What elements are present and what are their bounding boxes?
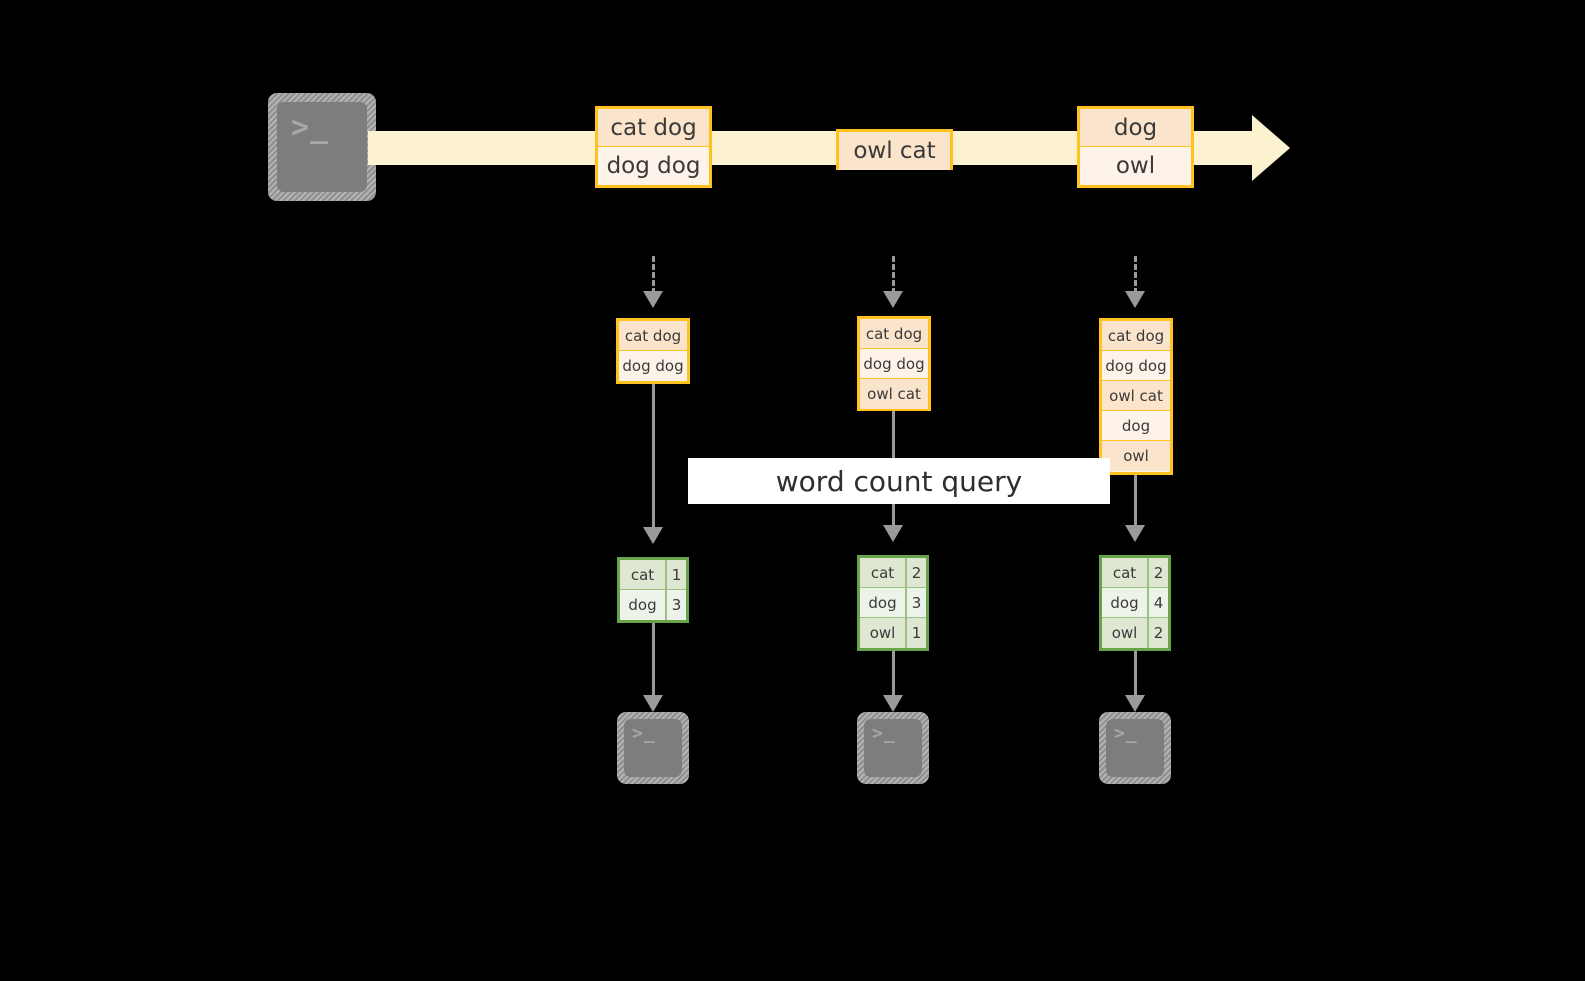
query-label: word count query [688,458,1110,504]
sink-connector-1 [652,623,655,698]
input-stream-arrow-head [1252,115,1290,181]
accumulated-records-3: cat dog dog dog owl cat dog owl [1099,318,1173,475]
stream-record-line: owl cat [839,132,950,170]
accumulated-record-line: dog [1102,411,1170,441]
terminal-screen: >_ [1106,719,1164,777]
sink-terminal-icon-1: >_ [617,712,689,784]
tap-connector-3-head [1125,291,1145,308]
accumulated-record-line: dog dog [619,351,687,381]
sink-terminal-icon-3: >_ [1099,712,1171,784]
accumulated-record-line: cat dog [860,319,928,349]
table-row: owl 2 [1102,618,1168,648]
accumulated-record-line: owl cat [1102,381,1170,411]
terminal-prompt-glyph: >_ [872,723,896,744]
result-count: 2 [907,558,926,587]
table-row: owl 1 [860,618,926,648]
accumulated-records-1: cat dog dog dog [616,318,690,384]
query-connector-1 [652,384,655,530]
accumulated-records-2: cat dog dog dog owl cat [857,316,931,411]
stream-record-line: owl [1080,147,1191,185]
table-row: dog 3 [860,588,926,618]
query-connector-3-head [1125,525,1145,542]
table-row: cat 1 [620,560,686,590]
tap-connector-3 [1134,256,1137,294]
sink-connector-3 [1134,651,1137,698]
stream-record-line: dog dog [598,147,709,185]
query-connector-2-head [883,525,903,542]
tap-connector-1 [652,256,655,294]
terminal-screen: >_ [864,719,922,777]
terminal-screen: >_ [277,102,367,192]
stream-record-line: dog [1080,109,1191,147]
terminal-prompt-glyph: >_ [632,723,656,744]
result-word: owl [860,618,907,648]
result-table-1: cat 1 dog 3 [617,557,689,623]
sink-connector-2 [892,651,895,698]
terminal-prompt-glyph: >_ [1114,723,1138,744]
sink-connector-3-head [1125,695,1145,712]
stream-record-line: cat dog [598,109,709,147]
result-word: dog [860,588,907,617]
tap-connector-2 [892,256,895,294]
result-word: dog [1102,588,1149,617]
stream-record-3: dog owl [1077,106,1194,188]
query-connector-1-head [643,527,663,544]
query-connector-3 [1134,475,1137,528]
result-word: cat [620,560,667,589]
accumulated-record-line: cat dog [619,321,687,351]
result-count: 4 [1149,588,1168,617]
table-row: cat 2 [1102,558,1168,588]
result-word: dog [620,590,667,620]
source-terminal-icon: >_ [268,93,376,201]
table-row: dog 3 [620,590,686,620]
stream-record-2: owl cat [836,129,953,170]
sink-terminal-icon-2: >_ [857,712,929,784]
result-count: 3 [907,588,926,617]
tap-connector-2-head [883,291,903,308]
result-count: 1 [907,618,926,648]
terminal-prompt-glyph: >_ [291,110,330,145]
result-count: 2 [1149,618,1168,648]
result-count: 3 [667,590,686,620]
result-word: cat [1102,558,1149,587]
accumulated-record-line: dog dog [860,349,928,379]
sink-connector-1-head [643,695,663,712]
accumulated-record-line: dog dog [1102,351,1170,381]
result-table-2: cat 2 dog 3 owl 1 [857,555,929,651]
terminal-screen: >_ [624,719,682,777]
result-count: 2 [1149,558,1168,587]
result-word: cat [860,558,907,587]
result-count: 1 [667,560,686,589]
result-table-3: cat 2 dog 4 owl 2 [1099,555,1171,651]
result-word: owl [1102,618,1149,648]
tap-connector-1-head [643,291,663,308]
accumulated-record-line: cat dog [1102,321,1170,351]
accumulated-record-line: owl cat [860,379,928,409]
table-row: cat 2 [860,558,926,588]
accumulated-record-line: owl [1102,441,1170,471]
sink-connector-2-head [883,695,903,712]
table-row: dog 4 [1102,588,1168,618]
stream-record-1: cat dog dog dog [595,106,712,188]
